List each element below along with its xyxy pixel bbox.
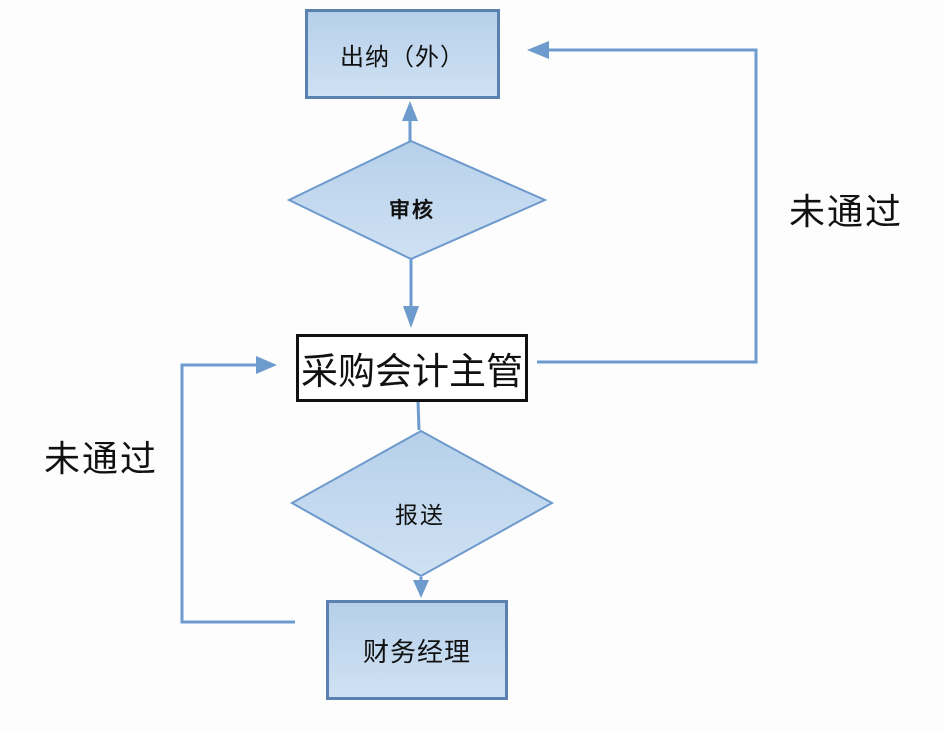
edge-supervisor-fail-to-cashier-line (537, 48, 758, 364)
node-finance-manager: 财务经理 (326, 600, 508, 700)
decision-review-shape (286, 139, 548, 261)
node-finance-manager-label: 财务经理 (362, 636, 471, 667)
decision-submit-label: 报送 (360, 497, 480, 529)
edge-supervisor-fail-to-cashier-arrowhead (527, 41, 549, 59)
edge-review-to-cashier-arrowhead (402, 101, 418, 121)
edge-label-right-fail: 未通过 (789, 191, 904, 232)
edge-review-to-supervisor-arrowhead (403, 306, 419, 328)
decision-review-label-text: 审核 (389, 199, 435, 222)
edge-finance-fail-to-supervisor-line (180, 363, 295, 624)
node-purchasing-accounting-supervisor-label: 采购会计主管 (301, 351, 523, 392)
edge-submit-to-finance-arrowhead (413, 580, 429, 598)
edge-supervisor-to-submit-line (416, 400, 421, 431)
node-cashier-external: 出纳（外） (305, 9, 500, 99)
node-purchasing-accounting-supervisor: 采购会计主管 (296, 334, 528, 402)
edge-finance-fail-to-supervisor-arrowhead (256, 356, 277, 374)
decision-submit-label-text: 报送 (395, 502, 445, 528)
decision-review-label: 审核 (352, 194, 472, 224)
node-cashier-external-label: 出纳（外） (340, 43, 465, 71)
decision-submit-shape (289, 429, 555, 578)
edge-label-left-fail: 未通过 (44, 438, 159, 479)
